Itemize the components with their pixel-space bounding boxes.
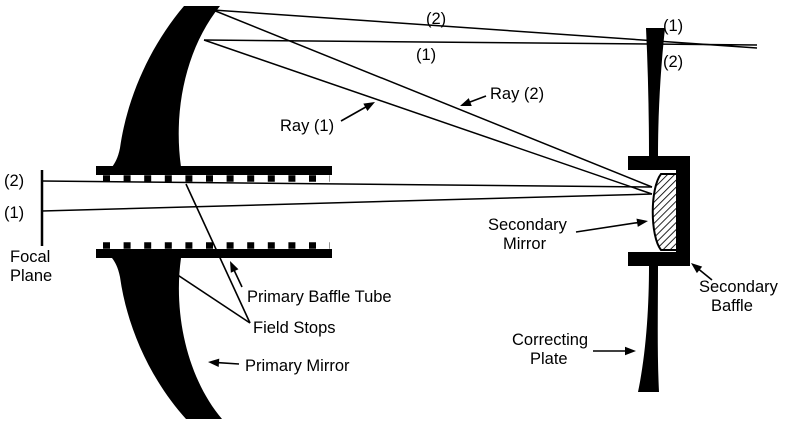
label-ray-1: Ray (1) [280, 117, 334, 135]
field-stops-pointer-lines [142, 183, 251, 324]
primary-mirror-lower-shape [112, 258, 222, 419]
ray-1-path [41, 39, 758, 212]
primary-mirror-pointer [208, 358, 240, 367]
arrowhead [460, 98, 472, 106]
label-top-ray-2: (2) [426, 10, 446, 28]
arrowhead [230, 261, 239, 273]
ray-2-path [41, 9, 758, 188]
label-top-ray-1: (1) [416, 46, 436, 64]
secondary-mirror-pointer [575, 218, 648, 233]
label-ray-2: Ray (2) [490, 85, 544, 103]
label-primary-mirror: Primary Mirror [245, 357, 350, 375]
label-correcting-plate-line1: Correcting [512, 331, 588, 349]
arrowhead [363, 102, 375, 112]
label-field-stops: Field Stops [253, 319, 336, 337]
label-focal-plane-line1: Focal [10, 248, 50, 266]
label-secondary-baffle-line2: Baffle [711, 297, 753, 315]
arrowhead [636, 218, 648, 227]
correcting-plate-pointer [593, 346, 636, 356]
secondary-baffle-pointer [691, 263, 713, 281]
correcting-plate-lower-shape [638, 266, 659, 392]
arrowhead [625, 346, 636, 356]
label-correcting-plate-line2: Plate [530, 350, 568, 368]
arrowhead [691, 263, 703, 274]
primary-baffle-tube-pointer [230, 261, 243, 288]
label-secondary-mirror-line1: Secondary [488, 216, 568, 234]
label-right-ray-1: (1) [663, 17, 683, 35]
ray-1-pointer [340, 102, 375, 122]
arrowhead [208, 358, 220, 367]
label-secondary-mirror-line2: Mirror [503, 235, 547, 253]
primary-baffle-tube-bottom-wall [96, 249, 332, 258]
label-focal-plane-line2: Plane [10, 267, 52, 285]
ray-2-pointer [460, 95, 487, 106]
secondary-mirror-shape [651, 173, 678, 251]
label-left-ray-2: (2) [4, 172, 24, 190]
label-right-ray-2: (2) [663, 53, 683, 71]
correcting-plate-upper-shape [646, 28, 665, 156]
label-primary-baffle-tube: Primary Baffle Tube [247, 288, 392, 306]
label-left-ray-1: (1) [4, 204, 24, 222]
label-secondary-baffle-line1: Secondary [699, 278, 779, 296]
primary-mirror-upper-shape [112, 6, 220, 167]
primary-baffle-tube-top-wall [96, 166, 332, 175]
